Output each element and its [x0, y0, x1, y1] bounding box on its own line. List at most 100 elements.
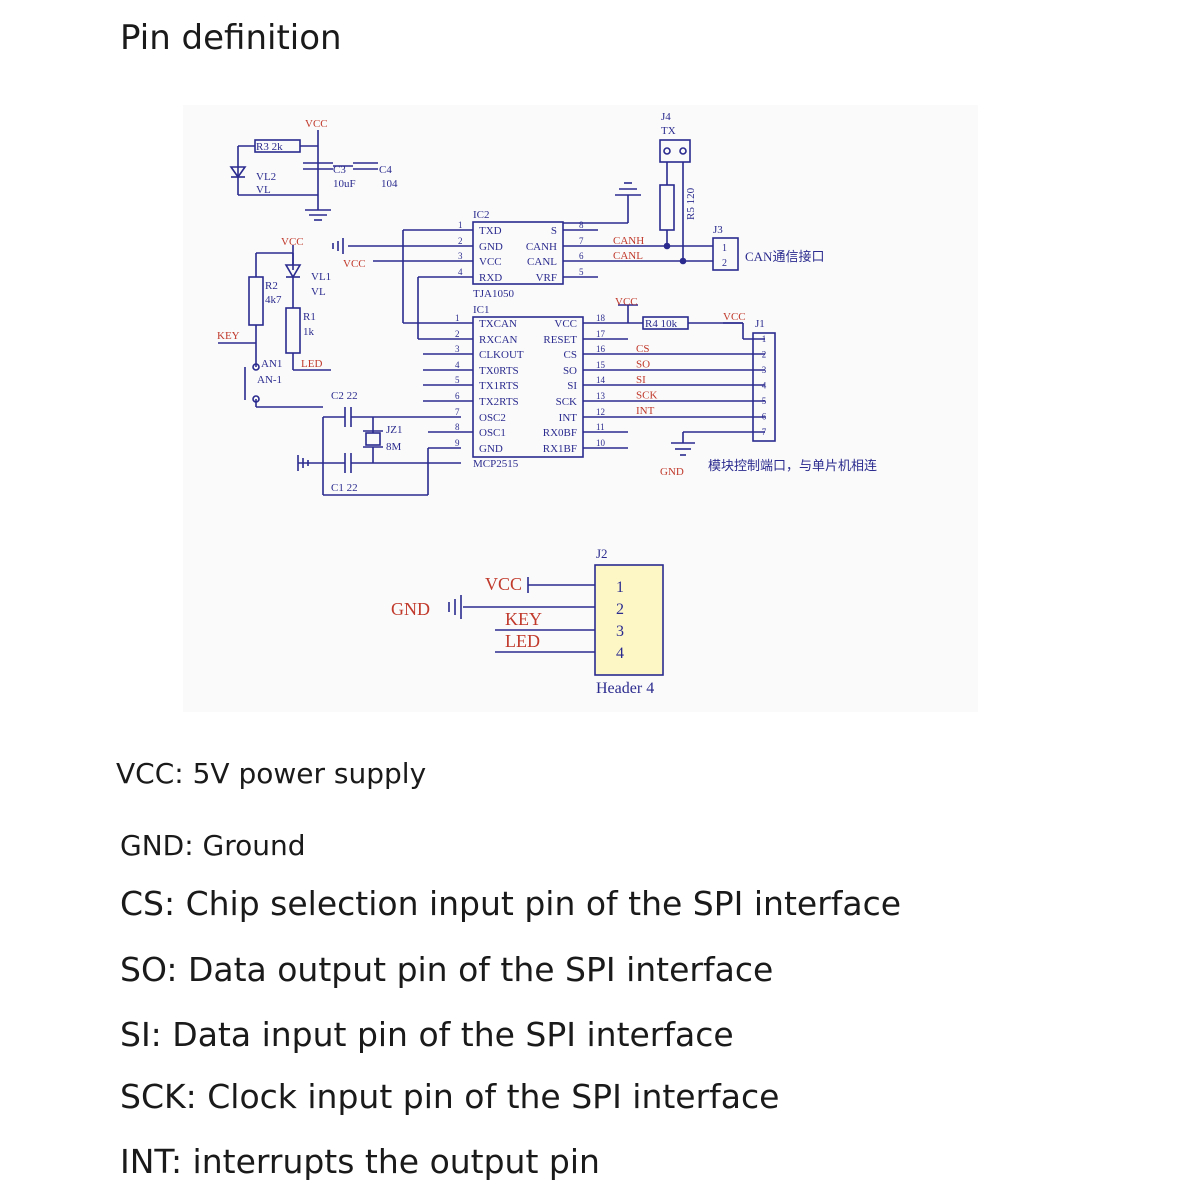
- j2-pin-number: 4: [616, 645, 624, 662]
- j2-pin-number: 1: [616, 579, 624, 596]
- vcc-j1-label: VCC: [723, 311, 746, 323]
- ic1-pin-name: CLKOUT: [479, 349, 524, 361]
- j3-pin: 1: [722, 243, 727, 254]
- ic2-pin-number: 7: [579, 236, 584, 246]
- vcc-top-label: VCC: [305, 118, 328, 130]
- ic1-pin-name: RX0BF: [543, 427, 577, 439]
- ic1-pin-name: OSC2: [479, 412, 506, 424]
- j1-signal-label: SO: [636, 359, 650, 371]
- ic1-pin-name: TXCAN: [479, 318, 517, 330]
- c3-value: 10uF: [333, 178, 356, 190]
- r1-value: 1k: [303, 326, 315, 338]
- ic2-pin-number: 5: [579, 267, 584, 277]
- vl2-sub: VL: [256, 184, 271, 196]
- ic1-pin-name: SO: [563, 365, 577, 377]
- pin-desc-sck: SCK: Clock input pin of the SPI interfac…: [120, 1077, 780, 1116]
- ic1-pin-number: 6: [455, 391, 460, 401]
- ic1-pin-number: 12: [596, 407, 605, 417]
- an1-sub: AN-1: [257, 374, 282, 386]
- ic1-label: IC1: [473, 304, 490, 316]
- ic2-part: TJA1050: [473, 288, 514, 300]
- ic1-pin-name: OSC1: [479, 427, 506, 439]
- ic1-pin-number: 15: [596, 360, 606, 370]
- ic1-pin-name: SI: [567, 380, 577, 392]
- j4-label: J4: [661, 111, 671, 123]
- ic1-part: MCP2515: [473, 458, 519, 470]
- ic2-label: IC2: [473, 209, 490, 221]
- j1-pin-number: 4: [762, 381, 767, 391]
- led-net-label: LED: [301, 358, 322, 370]
- ic2-pin-number: 3: [458, 251, 463, 261]
- ic2-pin-name: VCC: [479, 256, 502, 268]
- r1-label: R1: [303, 311, 316, 323]
- ic2-pin-number: 4: [458, 267, 463, 277]
- c3-label: C3: [333, 164, 346, 176]
- ic2-pin-number: 8: [579, 220, 584, 230]
- an1-label: AN1: [261, 358, 282, 370]
- j3-label: J3: [713, 224, 723, 236]
- ic2-pin-name: GND: [479, 241, 503, 253]
- j1-signal-label: CS: [636, 343, 649, 355]
- vcc-tja-label: VCC: [343, 258, 366, 270]
- ic1-pin-number: 9: [455, 438, 460, 448]
- header4-label: Header 4: [596, 680, 654, 697]
- ic1-pin-number: 4: [455, 360, 460, 370]
- ic2-pin-name: CANL: [527, 256, 557, 268]
- pin-desc-so: SO: Data output pin of the SPI interface: [120, 950, 774, 989]
- pin-desc-vcc: VCC: 5V power supply: [116, 757, 427, 790]
- ic1-pin-name: RESET: [543, 334, 577, 346]
- ic2-pin-name: S: [551, 225, 557, 237]
- ic1-pin-number: 1: [455, 313, 460, 323]
- j1-pin-number: 2: [762, 350, 767, 360]
- ic1-pin-number: 5: [455, 375, 460, 385]
- c4-value: 104: [381, 178, 398, 190]
- j2-pin-number: 3: [616, 623, 624, 640]
- vl2-label: VL2: [256, 171, 276, 183]
- ic1-pin-number: 14: [596, 375, 606, 385]
- ic1-pin-name: GND: [479, 443, 503, 455]
- vcc-j2-label: VCC: [485, 574, 522, 594]
- j1-signal-label: SI: [636, 374, 646, 386]
- ic1-pin-number: 18: [596, 313, 606, 323]
- ic2-pin-number: 1: [458, 220, 463, 230]
- c4-label: C4: [379, 164, 392, 176]
- j1-pin-number: 6: [762, 412, 767, 422]
- j1-pin-number: 5: [762, 396, 767, 406]
- ic2-pin-name: VRF: [536, 272, 557, 284]
- j3-pin: 2: [722, 258, 727, 269]
- pin-desc-si: SI: Data input pin of the SPI interface: [120, 1015, 734, 1054]
- ic1-pin-number: 17: [596, 329, 606, 339]
- ic1-pin-name: CS: [564, 349, 577, 361]
- schematic-svg: VCC R3 2k C3 10uF C4 104 VL2 VL VCC R2 4…: [217, 111, 877, 697]
- pin-desc-int: INT: interrupts the output pin: [120, 1142, 600, 1181]
- ic1-pin-number: 7: [455, 407, 460, 417]
- gnd-j2-label: GND: [391, 599, 430, 619]
- led-j2-label: LED: [505, 631, 540, 651]
- j1-signal-label: INT: [636, 405, 655, 417]
- key-net-label: KEY: [217, 330, 240, 342]
- r2-value: 4k7: [265, 294, 282, 306]
- ic2-pin-name: TXD: [479, 225, 502, 237]
- j2-pin-number: 2: [616, 601, 624, 618]
- vcc-left-label: VCC: [281, 236, 304, 248]
- ic1-pin-name: RXCAN: [479, 334, 518, 346]
- ic1-pin-number: 11: [596, 422, 605, 432]
- page-title: Pin definition: [120, 18, 342, 58]
- canh-label: CANH: [613, 235, 644, 247]
- ctrl-port-label: 模块控制端口，与单片机相连: [708, 458, 877, 473]
- header4-body: [594, 564, 664, 676]
- j1-pin-number: 1: [762, 334, 767, 344]
- r5-label: R5 120: [685, 187, 697, 220]
- vl1-sub: VL: [311, 286, 326, 298]
- ic1-pin-number: 10: [596, 438, 606, 448]
- pin-desc-cs: CS: Chip selection input pin of the SPI …: [120, 884, 902, 923]
- j1-label: J1: [755, 318, 765, 330]
- ic1-pin-name: TX2RTS: [479, 396, 519, 408]
- j2-label: J2: [596, 546, 608, 561]
- ic1-pin-number: 2: [455, 329, 460, 339]
- ic2-pin-name: CANH: [526, 241, 557, 253]
- ic1-pin-name: TX0RTS: [479, 365, 519, 377]
- c2-label: C2 22: [331, 390, 358, 402]
- ic1-pin-number: 8: [455, 422, 460, 432]
- ic2-pin-number: 6: [579, 251, 584, 261]
